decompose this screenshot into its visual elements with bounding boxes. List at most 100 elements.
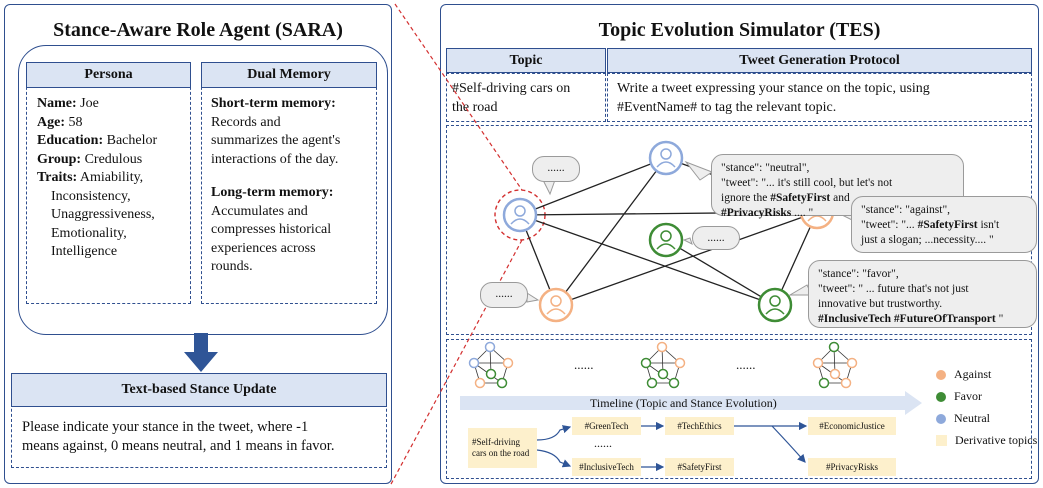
legend-label: Neutral <box>954 411 990 425</box>
name-label: Name: <box>37 96 77 111</box>
short-term-line: Records and <box>211 114 281 130</box>
agent-favor-center-icon <box>648 222 684 258</box>
memory-box <box>201 62 377 304</box>
long-term-label: Long-term memory: <box>211 185 334 200</box>
protocol-line: #EventName# to tag the relevant topic. <box>617 99 837 115</box>
persona-header: Persona <box>26 62 191 88</box>
trait-item: Unaggressiveness, <box>51 207 155 222</box>
name-value: Joe <box>76 96 99 111</box>
trait-item: Intelligence <box>51 244 118 259</box>
group-value: Credulous <box>81 151 143 167</box>
stance-update-header: Text-based Stance Update <box>11 373 387 407</box>
hashtag: #PrivacyRisks <box>721 207 792 219</box>
topic-tag-safetyfirst: #SafetyFirst <box>665 458 734 476</box>
memory-header: Dual Memory <box>201 62 377 88</box>
sara-title: Stance-Aware Role Agent (SARA) <box>53 19 343 41</box>
bubble-focus-agent: ...... <box>532 156 580 182</box>
topic-arrows <box>536 421 808 472</box>
bubble-favor-tweet: "stance": "favor", "tweet": " ... future… <box>808 260 1037 328</box>
mini-network-2-icon <box>640 341 686 389</box>
bubble-tail <box>542 179 556 196</box>
long-term-line: experiences across <box>211 240 316 256</box>
neutral-dot-icon <box>936 413 946 424</box>
agent-favor-bottom-icon <box>757 287 793 323</box>
protocol-line: Write a tweet expressing your stance on … <box>617 81 930 96</box>
mini-network-1-icon <box>468 341 514 389</box>
agent-neutral-focus-icon <box>502 197 538 233</box>
legend-against: Against <box>936 367 991 382</box>
trait-item: Emotionality, <box>51 225 127 241</box>
hashtag: #InclusiveTech #FutureOfTransport <box>818 313 996 325</box>
against-dot-icon <box>936 369 946 380</box>
bubble-tail <box>526 292 540 303</box>
education-value: Bachelor <box>103 133 158 148</box>
stance-update-line: means against, 0 means neutral, and 1 me… <box>22 437 335 454</box>
protocol-header: Tweet Generation Protocol <box>607 48 1032 73</box>
tweet-line: "tweet": "... it's still cool, but let's… <box>721 177 893 189</box>
mini-network-3-icon <box>812 341 858 389</box>
tweet-text: "tweet": "... <box>861 219 918 231</box>
short-term-line: summarizes the agent's <box>211 133 341 148</box>
trait-item: Inconsistency, <box>51 188 131 204</box>
tweet-text: .... " <box>791 207 814 219</box>
tweet-line: "tweet": " ... future that's not just <box>818 283 969 295</box>
group-label: Group: <box>37 151 82 167</box>
tweet-line: ignore the #SafetyFirst and <box>721 191 954 206</box>
agent-against-bottom-icon <box>538 287 574 323</box>
long-term-line: Accumulates and <box>211 203 308 219</box>
legend-label: Favor <box>954 389 982 403</box>
persona-details: Name: Joe Age: 58 Education: Bachelor Gr… <box>37 95 187 262</box>
topic-header: Topic <box>446 48 606 73</box>
long-term-line: rounds. <box>211 259 253 274</box>
bubble-against-tweet: "stance": "against", "tweet": "... #Safe… <box>851 196 1037 253</box>
topic-tag-economicjustice: #EconomicJustice <box>808 417 896 435</box>
down-arrow-icon <box>184 333 218 372</box>
hashtag: #SafetyFirst <box>770 192 831 204</box>
tweet-line: "tweet": "... #SafetyFirst isn't <box>861 218 1027 233</box>
long-term-line: compresses historical <box>211 222 332 237</box>
topic-tag-techethics: #TechEthics <box>665 417 734 435</box>
topic-line: #Self-driving cars on <box>452 81 571 96</box>
topic-tag-privacyrisks: #PrivacyRisks <box>808 458 896 476</box>
traits-value: Amiability, <box>77 170 144 185</box>
memory-details: Short-term memory: Records and summarize… <box>211 95 376 277</box>
traits-label: Traits: <box>37 170 78 185</box>
zoom-line-bottom <box>389 239 523 487</box>
network-edges <box>519 157 818 306</box>
agent-neutral-top-icon <box>648 140 684 176</box>
topic-tag-root: #Self-driving cars on the road <box>468 428 537 468</box>
protocol-cell <box>607 73 1032 122</box>
topic-tag-dots: ...... <box>594 436 612 450</box>
bubble-bottom-left-agent: ...... <box>480 282 528 308</box>
legend-favor: Favor <box>936 389 982 404</box>
topic-cell <box>446 73 606 122</box>
tweet-text: ignore the <box>721 192 771 204</box>
stance-update-text: Please indicate your stance in the tweet… <box>22 418 384 455</box>
age-value: 58 <box>65 114 83 130</box>
tweet-line: #PrivacyRisks .... " <box>721 206 954 221</box>
timeline-label: Timeline (Topic and Stance Evolution) <box>590 396 777 410</box>
tweet-text: isn't <box>977 219 1000 231</box>
tweet-line: just a slogan; ...necessity.... " <box>861 234 994 246</box>
stance-update-line: Please indicate your stance in the tweet… <box>22 419 309 435</box>
tweet-text: " <box>995 313 1004 325</box>
tweet-line: #InclusiveTech #FutureOfTransport " <box>818 312 1027 327</box>
timeline-dots-1: ...... <box>574 357 594 372</box>
zoom-line-top <box>394 3 523 191</box>
tweet-line: innovative but trustworthy. <box>818 298 943 310</box>
education-label: Education: <box>37 133 104 148</box>
short-term-line: interactions of the day. <box>211 151 339 167</box>
timeline-arrow <box>460 391 922 415</box>
bubble-center-agent: ...... <box>692 226 740 250</box>
bubble-tail <box>682 237 693 245</box>
bubble-tail <box>684 160 714 181</box>
short-term-label: Short-term memory: <box>211 96 336 111</box>
topic-tag-greentech: #GreenTech <box>572 417 641 435</box>
protocol-text: Write a tweet expressing your stance on … <box>617 80 930 117</box>
legend-derivative: Derivative topics <box>936 433 1037 448</box>
tweet-line: "stance": "against", <box>861 204 951 216</box>
derivative-square-icon <box>936 435 947 446</box>
legend-label: Derivative topics <box>955 433 1038 447</box>
